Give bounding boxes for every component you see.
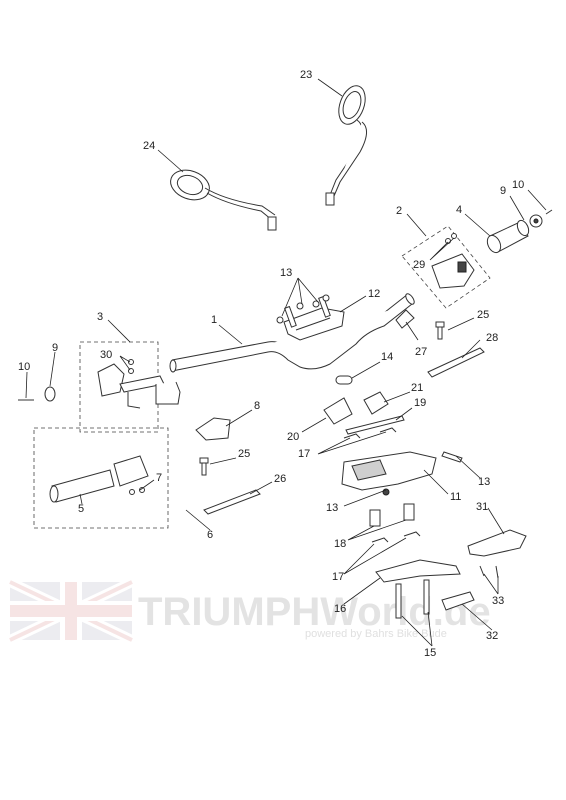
switch-housing-left-part bbox=[97, 359, 181, 409]
callout-9-left: 9 bbox=[52, 342, 58, 354]
callout-9-right: 9 bbox=[500, 185, 506, 197]
clip-part bbox=[395, 309, 415, 329]
mirror-bracket-part bbox=[195, 417, 231, 441]
spacer-part bbox=[335, 375, 353, 385]
mirror-left-part bbox=[170, 169, 277, 231]
riser-plate-part bbox=[345, 415, 405, 435]
callout-15: 15 bbox=[424, 647, 436, 659]
switch-housing-right-part bbox=[431, 233, 475, 289]
riser-right-part bbox=[363, 391, 389, 415]
callout-13-right: 13 bbox=[478, 476, 490, 488]
guide-bolts-part bbox=[479, 565, 499, 579]
watermark-brand: TRIUMPHWorld.de bbox=[138, 590, 491, 634]
top-yoke-part bbox=[341, 451, 437, 496]
leader-lines bbox=[25, 78, 547, 647]
callout-26: 26 bbox=[274, 473, 286, 485]
handlebar-clamp-part bbox=[283, 295, 345, 341]
callout-29: 29 bbox=[413, 259, 425, 271]
grip-left-group-box bbox=[33, 427, 169, 529]
callout-14: 14 bbox=[381, 351, 393, 363]
cable-tie-left-part bbox=[203, 489, 261, 515]
callout-33: 33 bbox=[492, 595, 504, 607]
callout-6: 6 bbox=[207, 529, 213, 541]
riser-bolt-b-part bbox=[423, 579, 430, 615]
riser-spacer-a-part bbox=[369, 509, 381, 527]
callout-28: 28 bbox=[486, 332, 498, 344]
switch-housing-right-group-box bbox=[401, 225, 491, 309]
riser-spacer-b-part bbox=[403, 503, 415, 521]
callout-10-left: 10 bbox=[18, 361, 30, 373]
callout-21: 21 bbox=[411, 382, 423, 394]
callout-32: 32 bbox=[486, 630, 498, 642]
grip-left-part bbox=[49, 455, 149, 503]
callout-19: 19 bbox=[414, 397, 426, 409]
callout-7: 7 bbox=[156, 472, 162, 484]
watermark-tagline: powered by Bahrs Bike Bude bbox=[305, 628, 447, 640]
callout-13-top: 13 bbox=[280, 267, 292, 279]
washer-bottom-part bbox=[371, 531, 421, 543]
callout-3: 3 bbox=[97, 311, 103, 323]
callout-11: 11 bbox=[450, 491, 461, 503]
callout-30: 30 bbox=[100, 349, 112, 361]
union-jack-icon bbox=[7, 577, 135, 645]
callout-2: 2 bbox=[396, 205, 402, 217]
callout-20: 20 bbox=[287, 431, 299, 443]
washer-top-part bbox=[343, 427, 397, 439]
riser-bolt-a-part bbox=[395, 583, 402, 619]
callout-1: 1 bbox=[211, 314, 217, 326]
callout-8: 8 bbox=[254, 400, 260, 412]
callout-5: 5 bbox=[78, 503, 84, 515]
riser-left-part bbox=[323, 397, 353, 425]
callout-16: 16 bbox=[334, 603, 346, 615]
callout-13-lower: 13 bbox=[326, 502, 338, 514]
cable-guide-part bbox=[467, 529, 527, 557]
callout-12: 12 bbox=[368, 288, 380, 300]
callout-27: 27 bbox=[415, 346, 427, 358]
watermark: TRIUMPHWorld.de powered by Bahrs Bike Bu… bbox=[7, 577, 491, 645]
callout-labels: 23 24 2 4 9 10 29 13 12 1 3 25 27 28 30 … bbox=[18, 69, 524, 659]
cable-tie-right-part bbox=[427, 347, 485, 378]
callout-17-bottom: 17 bbox=[332, 571, 344, 583]
bolt-left-part bbox=[199, 457, 209, 476]
callout-4: 4 bbox=[456, 204, 462, 216]
callout-25-right: 25 bbox=[477, 309, 489, 321]
yoke-bolt-part bbox=[441, 451, 463, 463]
callout-24: 24 bbox=[143, 140, 155, 152]
bar-end-weight-left-part bbox=[44, 386, 56, 402]
clamp-bolts-part bbox=[276, 294, 330, 324]
mirror-right-part bbox=[325, 85, 367, 206]
callout-31: 31 bbox=[476, 501, 488, 513]
callout-10-right: 10 bbox=[512, 179, 524, 191]
callout-25-left: 25 bbox=[238, 448, 250, 460]
bracket-32-part bbox=[441, 591, 475, 611]
callout-18: 18 bbox=[334, 538, 346, 550]
bolt-right-part bbox=[435, 321, 445, 340]
throttle-grip-part bbox=[486, 209, 553, 254]
callout-23: 23 bbox=[300, 69, 312, 81]
callout-17-top: 17 bbox=[298, 448, 310, 460]
lower-bracket-part bbox=[375, 559, 461, 583]
